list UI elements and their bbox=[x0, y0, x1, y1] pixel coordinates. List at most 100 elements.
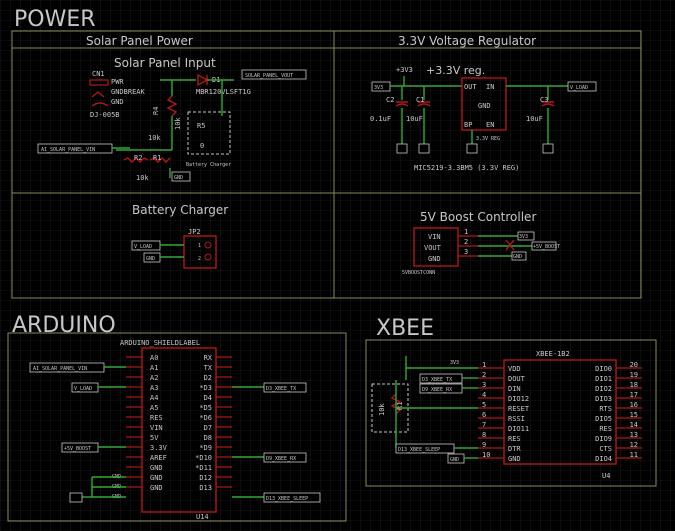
regulator-ic bbox=[461, 77, 507, 131]
xbee-r1-ref: R1 bbox=[396, 402, 404, 410]
boost-name: 5VBOOSTCONN bbox=[402, 270, 435, 276]
xbee-right-pin-number: 15 bbox=[630, 411, 638, 419]
frame-title-charger: Battery Charger bbox=[132, 203, 228, 217]
xbee-left-pin-number: 8 bbox=[482, 431, 486, 439]
resistor-r1-symbol bbox=[149, 157, 171, 163]
resistor-r4-symbol bbox=[166, 95, 178, 117]
xbee-right-pin-label: DIO4 bbox=[595, 455, 612, 463]
xbee-left-pin-label: RSSI bbox=[508, 415, 525, 423]
xbee-left-pin-label: DIN bbox=[508, 385, 521, 393]
jp2-connector bbox=[183, 235, 217, 269]
c1-value: 10uF bbox=[406, 115, 423, 123]
xbee-left-pin-label: GND bbox=[508, 455, 521, 463]
xbee-left-pins: VDD1DOUT2DIN3DIO124RESET5RSSI6DIO117RES8… bbox=[478, 361, 530, 463]
xbee-left-pin-label: VDD bbox=[508, 365, 521, 373]
r4-value: 10k bbox=[174, 117, 182, 130]
cap-c2-symbol bbox=[395, 101, 409, 107]
net-xbee-sleep: D13_XBEE_SLEEP bbox=[398, 447, 440, 453]
net-label-ard-gnd bbox=[69, 492, 83, 503]
net-solar-vin: AI_SOLAR_PANEL_VIN bbox=[41, 147, 95, 153]
xbee-left-pin-label: RESET bbox=[508, 405, 530, 413]
resistor-r2-symbol bbox=[123, 157, 149, 163]
net-vload-reg: V_LOAD bbox=[570, 85, 588, 91]
boost-pin2-num: 2 bbox=[464, 238, 468, 246]
xbee-left-pin-number: 7 bbox=[482, 421, 486, 429]
xbee-left-pin-number: 5 bbox=[482, 401, 486, 409]
xbee-circuit: XBEE-1B2 U4 VDD1DOUT2DIN3DIO124RESET5RSS… bbox=[371, 350, 642, 480]
xbee-right-pin-number: 11 bbox=[630, 451, 638, 459]
arduino-right-pin-label: D12 bbox=[199, 474, 212, 482]
cn1-ref: CN1 bbox=[92, 70, 105, 78]
net-label-ard-d13 bbox=[263, 492, 321, 503]
xbee-right-pin-label: DIO0 bbox=[595, 365, 612, 373]
cn1-pin-pwr: PWR bbox=[111, 78, 124, 86]
arduino-right-pin-label: D13 bbox=[199, 484, 212, 492]
xbee-right-pin-number: 14 bbox=[630, 421, 638, 429]
boost-pin-vout: VOUT bbox=[424, 244, 442, 252]
arduino-right-pin-label: D2 bbox=[204, 374, 212, 382]
arduino-left-pin-label: GND bbox=[150, 484, 163, 492]
xbee-right-pin-label: RES bbox=[599, 425, 612, 433]
xbee-right-pin-label: DIO5 bbox=[595, 415, 612, 423]
frame-title-boost: 5V Boost Controller bbox=[420, 210, 536, 224]
xbee-ref: U4 bbox=[602, 472, 610, 480]
net-boost-3v3: 3V3 bbox=[519, 234, 528, 240]
xbee-right-pin-label: DIO2 bbox=[595, 385, 612, 393]
battery-charger-dashed-box bbox=[187, 111, 231, 155]
net-label-boost bbox=[531, 241, 557, 251]
c3-ref: C3 bbox=[540, 96, 548, 104]
section-title-power: POWER bbox=[14, 7, 96, 32]
arduino-left-pin-label: 3.3V bbox=[150, 444, 168, 452]
arduino-left-pin-label: A4 bbox=[150, 394, 158, 402]
r1-value: 10k bbox=[136, 174, 149, 182]
arduino-right-pin-label: D4 bbox=[204, 394, 212, 402]
arduino-circuit: ARDUINO_SHIELDLABEL U14 A0A1A2A3A4A5RESV… bbox=[29, 339, 321, 521]
xbee-right-pin-label: CTS bbox=[599, 445, 612, 453]
arduino-ref: U14 bbox=[196, 513, 209, 521]
charger-circuit: JP2 1 2 V_LOAD GND bbox=[131, 228, 217, 269]
arduino-right-pin-label: *D5 bbox=[199, 404, 212, 412]
xbee-right-pin-number: 20 bbox=[630, 361, 638, 369]
gnd-bp bbox=[466, 143, 478, 154]
no-connect-x bbox=[505, 239, 515, 251]
cn1-pin-gndbreak: GNDBREAK bbox=[111, 88, 146, 96]
cap-c3-symbol bbox=[541, 101, 555, 107]
xbee-right-pin-number: 12 bbox=[630, 441, 638, 449]
reg-pin-en: EN bbox=[486, 121, 494, 129]
net-label-boost-gnd bbox=[511, 251, 527, 261]
arduino-left-pin-label: AREF bbox=[150, 454, 167, 462]
xbee-r1-value: 10k bbox=[378, 403, 386, 416]
arduino-left-pin-label: A1 bbox=[150, 364, 158, 372]
net-vload-chg: V_LOAD bbox=[134, 244, 152, 250]
arduino-left-pin-label: VIN bbox=[150, 424, 163, 432]
arduino-right-pin-label: RX bbox=[204, 354, 213, 362]
arduino-label: ARDUINO_SHIELDLABEL bbox=[120, 339, 200, 347]
arduino-right-pin-label: D8 bbox=[204, 434, 212, 442]
xbee-right-pin-label: DIO1 bbox=[595, 375, 612, 383]
reg-part-desc: MIC5219-3.3BM5 (3.3V REG) bbox=[414, 164, 519, 172]
jp2-pin2: 2 bbox=[198, 256, 201, 262]
boost-pin3-num: 3 bbox=[464, 248, 468, 256]
xbee-right-pin-number: 18 bbox=[630, 381, 638, 389]
arduino-left-pin-label: A2 bbox=[150, 374, 158, 382]
gnd-c2 bbox=[396, 143, 408, 154]
arduino-right-pin-label: *D6 bbox=[199, 414, 212, 422]
dc-jack-symbol bbox=[89, 79, 109, 86]
boost-circuit: VIN VOUT GND 5VBOOSTCONN 1 2 3 3V3 +5V_B… bbox=[402, 227, 560, 276]
net-label-vload-reg bbox=[567, 81, 597, 92]
frame-title-solar-power: Solar Panel Power bbox=[86, 34, 193, 48]
reg-header: +3.3V reg. bbox=[426, 64, 485, 77]
solar-input-circuit: CN1 PWR GNDBREAK GND DJ-005B D1 MBR120VL… bbox=[37, 69, 307, 182]
reg-part-ref: 3.3V REG bbox=[476, 136, 500, 142]
dc-jack-gnd-symbol bbox=[91, 102, 109, 107]
boost-pin-gnd: GND bbox=[428, 255, 441, 263]
net-3v3: 3V3 bbox=[374, 85, 383, 91]
gnd-c3 bbox=[542, 143, 554, 154]
net-label-gnd-solar bbox=[171, 171, 191, 182]
section-title-arduino: ARDUINO bbox=[12, 313, 116, 338]
cn1-part: DJ-005B bbox=[90, 111, 120, 119]
